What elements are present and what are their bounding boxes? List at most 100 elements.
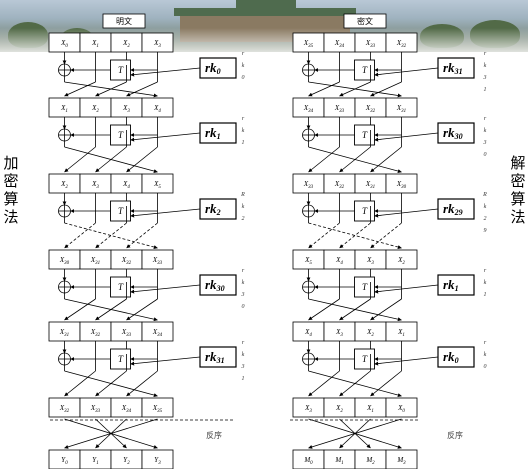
final-row-label: X0 (397, 404, 405, 414)
state-row-label: X34 (303, 104, 314, 114)
round-key-annotation: k (242, 63, 245, 69)
round-key-annotation: 0 (484, 152, 487, 158)
shift-line (95, 298, 127, 321)
round-key-annotation: r (242, 268, 245, 274)
state-row-cell (385, 173, 418, 194)
state-row-label: X34 (334, 39, 345, 49)
shift-line (308, 298, 340, 321)
round-key-annotation: 3 (241, 292, 245, 298)
final-row-cell (48, 397, 81, 418)
t-label: T (362, 65, 368, 75)
shift-line (339, 146, 371, 173)
final-row-label: X3 (304, 404, 312, 414)
round-key-label: rk1 (205, 125, 221, 141)
final-row-label: X2 (335, 404, 343, 414)
state-row-cell (354, 97, 387, 118)
state-row-label: X32 (396, 39, 407, 49)
shift-line (370, 146, 402, 173)
shift-line (95, 222, 127, 249)
state-row-label: X2 (366, 328, 374, 338)
round-key-annotation: k (484, 204, 487, 210)
side-char: 法 (510, 208, 525, 226)
state-row-label: X2 (122, 39, 130, 49)
round-key-annotation: 3 (241, 364, 245, 370)
side-char: 算 (3, 190, 18, 208)
state-row-cell (79, 249, 112, 270)
ciphertext-header-box (343, 13, 387, 29)
shift-line (126, 298, 158, 321)
shift-line (126, 370, 158, 397)
state-row-label: X4 (153, 104, 161, 114)
state-row-label: X33 (121, 328, 132, 338)
round-key-annotation: r (484, 268, 487, 274)
round-key-line (130, 356, 201, 366)
t-label: T (118, 354, 124, 364)
t-label: T (118, 65, 124, 75)
state-row-cell (141, 249, 174, 270)
shift-line (308, 222, 340, 249)
round-key-line (130, 284, 201, 294)
round-key-label: rk29 (443, 201, 463, 217)
side-char: 加 (3, 154, 18, 172)
shift-line (339, 370, 371, 397)
state-row-cell (323, 32, 356, 53)
state-row-label: X30 (59, 256, 70, 266)
round-key-label: rk31 (443, 60, 463, 76)
t-label: T (118, 130, 124, 140)
round-key-annotation: k (484, 352, 487, 358)
state-row-label: X33 (152, 256, 163, 266)
state-row-label: X33 (334, 104, 345, 114)
output-row-label: Y3 (154, 456, 161, 466)
shift-line (308, 146, 340, 173)
state-row-label: X2 (397, 256, 405, 266)
state-row-cell (292, 97, 325, 118)
round-key-annotation: 2 (484, 216, 487, 222)
shift-line (64, 146, 96, 173)
shift-line (64, 298, 96, 321)
shift-line (95, 370, 127, 397)
shift-line (308, 370, 340, 397)
state-row-cell (354, 173, 387, 194)
state-row-cell (385, 32, 418, 53)
state-row-cell (110, 249, 143, 270)
shift-line (126, 222, 158, 249)
round-key-annotation: R (482, 192, 487, 198)
plaintext-header-box (102, 13, 146, 29)
round-key-line (374, 356, 439, 366)
state-row-label: X34 (152, 328, 163, 338)
round-key-annotation: r (242, 116, 245, 122)
state-row-label: X1 (60, 104, 68, 114)
round-key-line (374, 132, 439, 142)
final-row-label: X33 (90, 404, 101, 414)
round-key-annotation: r (242, 340, 245, 346)
output-row-label: Y2 (123, 456, 130, 466)
round-key-annotation: 3 (483, 75, 487, 81)
state-row-label: X5 (153, 180, 161, 190)
shift-line (339, 298, 371, 321)
state-row-label: X32 (365, 104, 376, 114)
round-key-annotation: 1 (242, 140, 245, 146)
shift-line (370, 222, 402, 249)
t-label: T (362, 282, 368, 292)
round-key-annotation: 9 (484, 228, 487, 234)
state-row-label: X31 (59, 328, 69, 338)
round-key-annotation: 0 (242, 304, 245, 310)
state-row-label: X33 (365, 39, 376, 49)
state-row-label: X5 (304, 256, 312, 266)
round-key-annotation: k (242, 352, 245, 358)
state-row-label: X3 (335, 328, 343, 338)
final-row-label: X32 (59, 404, 70, 414)
round-key-line (130, 67, 201, 77)
reverse-line (64, 418, 158, 449)
output-row-cell (141, 449, 174, 469)
state-row-label: X2 (91, 104, 99, 114)
state-row-label: X31 (396, 104, 406, 114)
output-row-label: M3 (396, 456, 406, 466)
shift-line (339, 222, 371, 249)
round-key-annotation: 1 (484, 87, 487, 93)
plaintext-header: 明文 (116, 16, 132, 26)
round-key-label: rk30 (205, 277, 225, 293)
output-row-label: Y1 (92, 456, 98, 466)
